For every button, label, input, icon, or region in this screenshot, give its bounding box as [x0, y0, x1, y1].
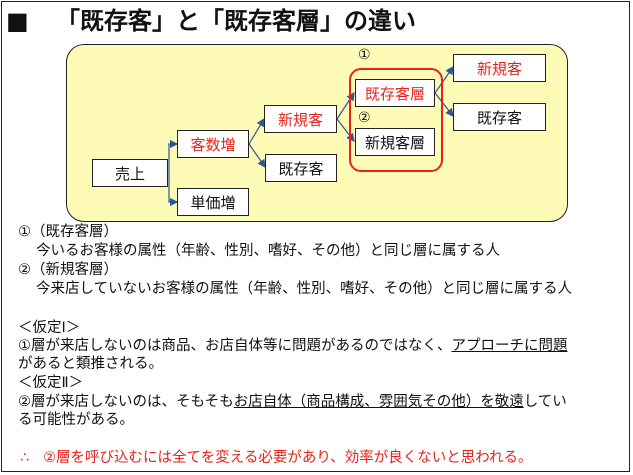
- hypothesis-1-line1: ①層が来店しないのは商品、お店自体等に問題があるのではなく、アプローチに問題: [18, 336, 568, 356]
- node-existing-segment: 既存客層: [355, 79, 435, 107]
- conclusion-text: ②層を呼び込むには全てを変える必要があり、効率が良くないと思われる。: [43, 450, 533, 466]
- node-customer-increase: 客数増: [177, 130, 249, 158]
- definition-2-body: 今来店していないお客様の属性（年齢、性別、嗜好、その他）と同じ層に属する人: [36, 281, 573, 297]
- marker-two: ②: [358, 110, 371, 126]
- title-bullet: ■: [6, 7, 29, 35]
- conclusion: ∴ ②層を呼び込むには全てを変える必要があり、効率が良くないと思われる。: [20, 448, 533, 468]
- hypothesis-1-text: ①層が来店しないのは商品、お店自体等に問題があるのではなく、: [18, 338, 452, 354]
- definition-1-heading: ①（既存客層）: [18, 224, 118, 240]
- marker-one: ①: [358, 47, 371, 63]
- segment-highlight: [349, 68, 443, 172]
- node-existing-customer: 既存客: [265, 154, 337, 182]
- node-sales: 売上: [92, 159, 168, 187]
- hypothesis-2-line1: ②層が来店しないのは、そもそもお店自体（商品構成、雰囲気その他）を敬遠してい: [18, 392, 567, 412]
- node-new-segment: 新規客層: [355, 128, 435, 156]
- node-unit-price-increase: 単価増: [177, 188, 249, 216]
- slide-title: ■ 「既存客」と「既存客層」の違い: [6, 6, 416, 36]
- definition-2-heading: ②（新規客層）: [18, 262, 118, 278]
- hypothesis-2-underlined: お店自体（商品構成、雰囲気その他）を敬遠: [233, 394, 524, 410]
- node-existing-customer-right: 既存客: [453, 103, 546, 131]
- hypothesis-1-line2: があると類推される。: [18, 356, 163, 372]
- conclusion-symbol: ∴: [20, 450, 30, 466]
- hypothesis-2-text: ②層が来店しないのは、そもそも: [18, 394, 234, 410]
- hypothesis-2-line2: る可能性がある。: [18, 412, 134, 428]
- definition-1-body: 今いるお客様の属性（年齢、性別、嗜好、その他）と同じ層に属する人: [36, 243, 500, 259]
- node-new-customer-right: 新規客: [453, 54, 546, 82]
- hypothesis-2-text-post: してい: [523, 394, 567, 410]
- title-text: 「既存客」と「既存客層」の違い: [56, 7, 416, 35]
- hypothesis-1-underlined: アプローチに問題: [451, 338, 568, 354]
- hypothesis-1-heading: ＜仮定Ⅰ＞: [18, 320, 81, 336]
- hypothesis-2-heading: ＜仮定Ⅱ＞: [18, 375, 84, 391]
- node-new-customer: 新規客: [264, 105, 337, 133]
